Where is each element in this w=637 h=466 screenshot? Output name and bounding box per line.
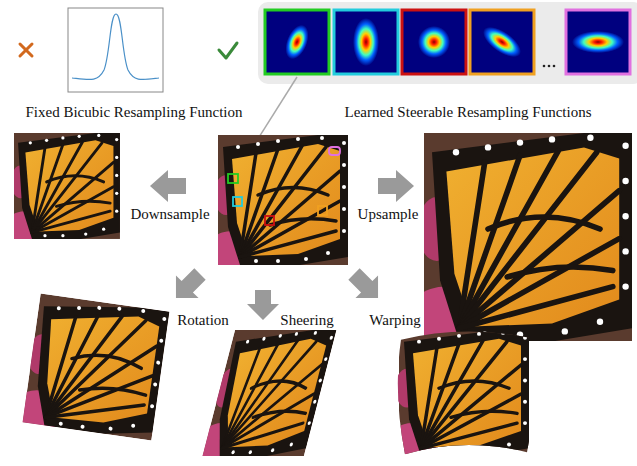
figure-label: Upsample bbox=[358, 206, 419, 223]
ellipsis-dots bbox=[543, 65, 556, 68]
kernel-tile bbox=[334, 10, 398, 74]
plot-frame bbox=[68, 8, 163, 92]
figure-label: Warping bbox=[369, 312, 420, 329]
sheared-image bbox=[192, 330, 337, 462]
block-arrow bbox=[247, 290, 279, 320]
kernel-tile bbox=[265, 10, 329, 74]
figure-label: Fixed Bicubic Resampling Function bbox=[25, 104, 242, 121]
upsampled-image bbox=[405, 133, 632, 351]
check-mark bbox=[219, 43, 237, 58]
figure-label: Learned Steerable Resampling Functions bbox=[344, 104, 591, 121]
block-arrow bbox=[165, 263, 212, 310]
kernel-panel bbox=[258, 2, 637, 84]
kernel-tile bbox=[402, 10, 466, 74]
block-arrow bbox=[343, 263, 390, 310]
kernel-tile bbox=[470, 10, 534, 74]
cross-mark bbox=[20, 44, 32, 56]
block-arrow bbox=[150, 170, 186, 202]
warped-image bbox=[387, 330, 529, 462]
patch-marker bbox=[228, 147, 340, 225]
source-image bbox=[206, 135, 348, 271]
figure-label: Sheering bbox=[280, 312, 333, 329]
rotated-image bbox=[10, 292, 170, 446]
figure-label: Rotation bbox=[177, 312, 229, 329]
downsampled-image bbox=[4, 133, 120, 244]
kernel-tile bbox=[566, 10, 630, 74]
figure-label: Downsample bbox=[130, 206, 209, 223]
block-arrow bbox=[378, 170, 414, 202]
bicubic-curve bbox=[72, 14, 159, 80]
